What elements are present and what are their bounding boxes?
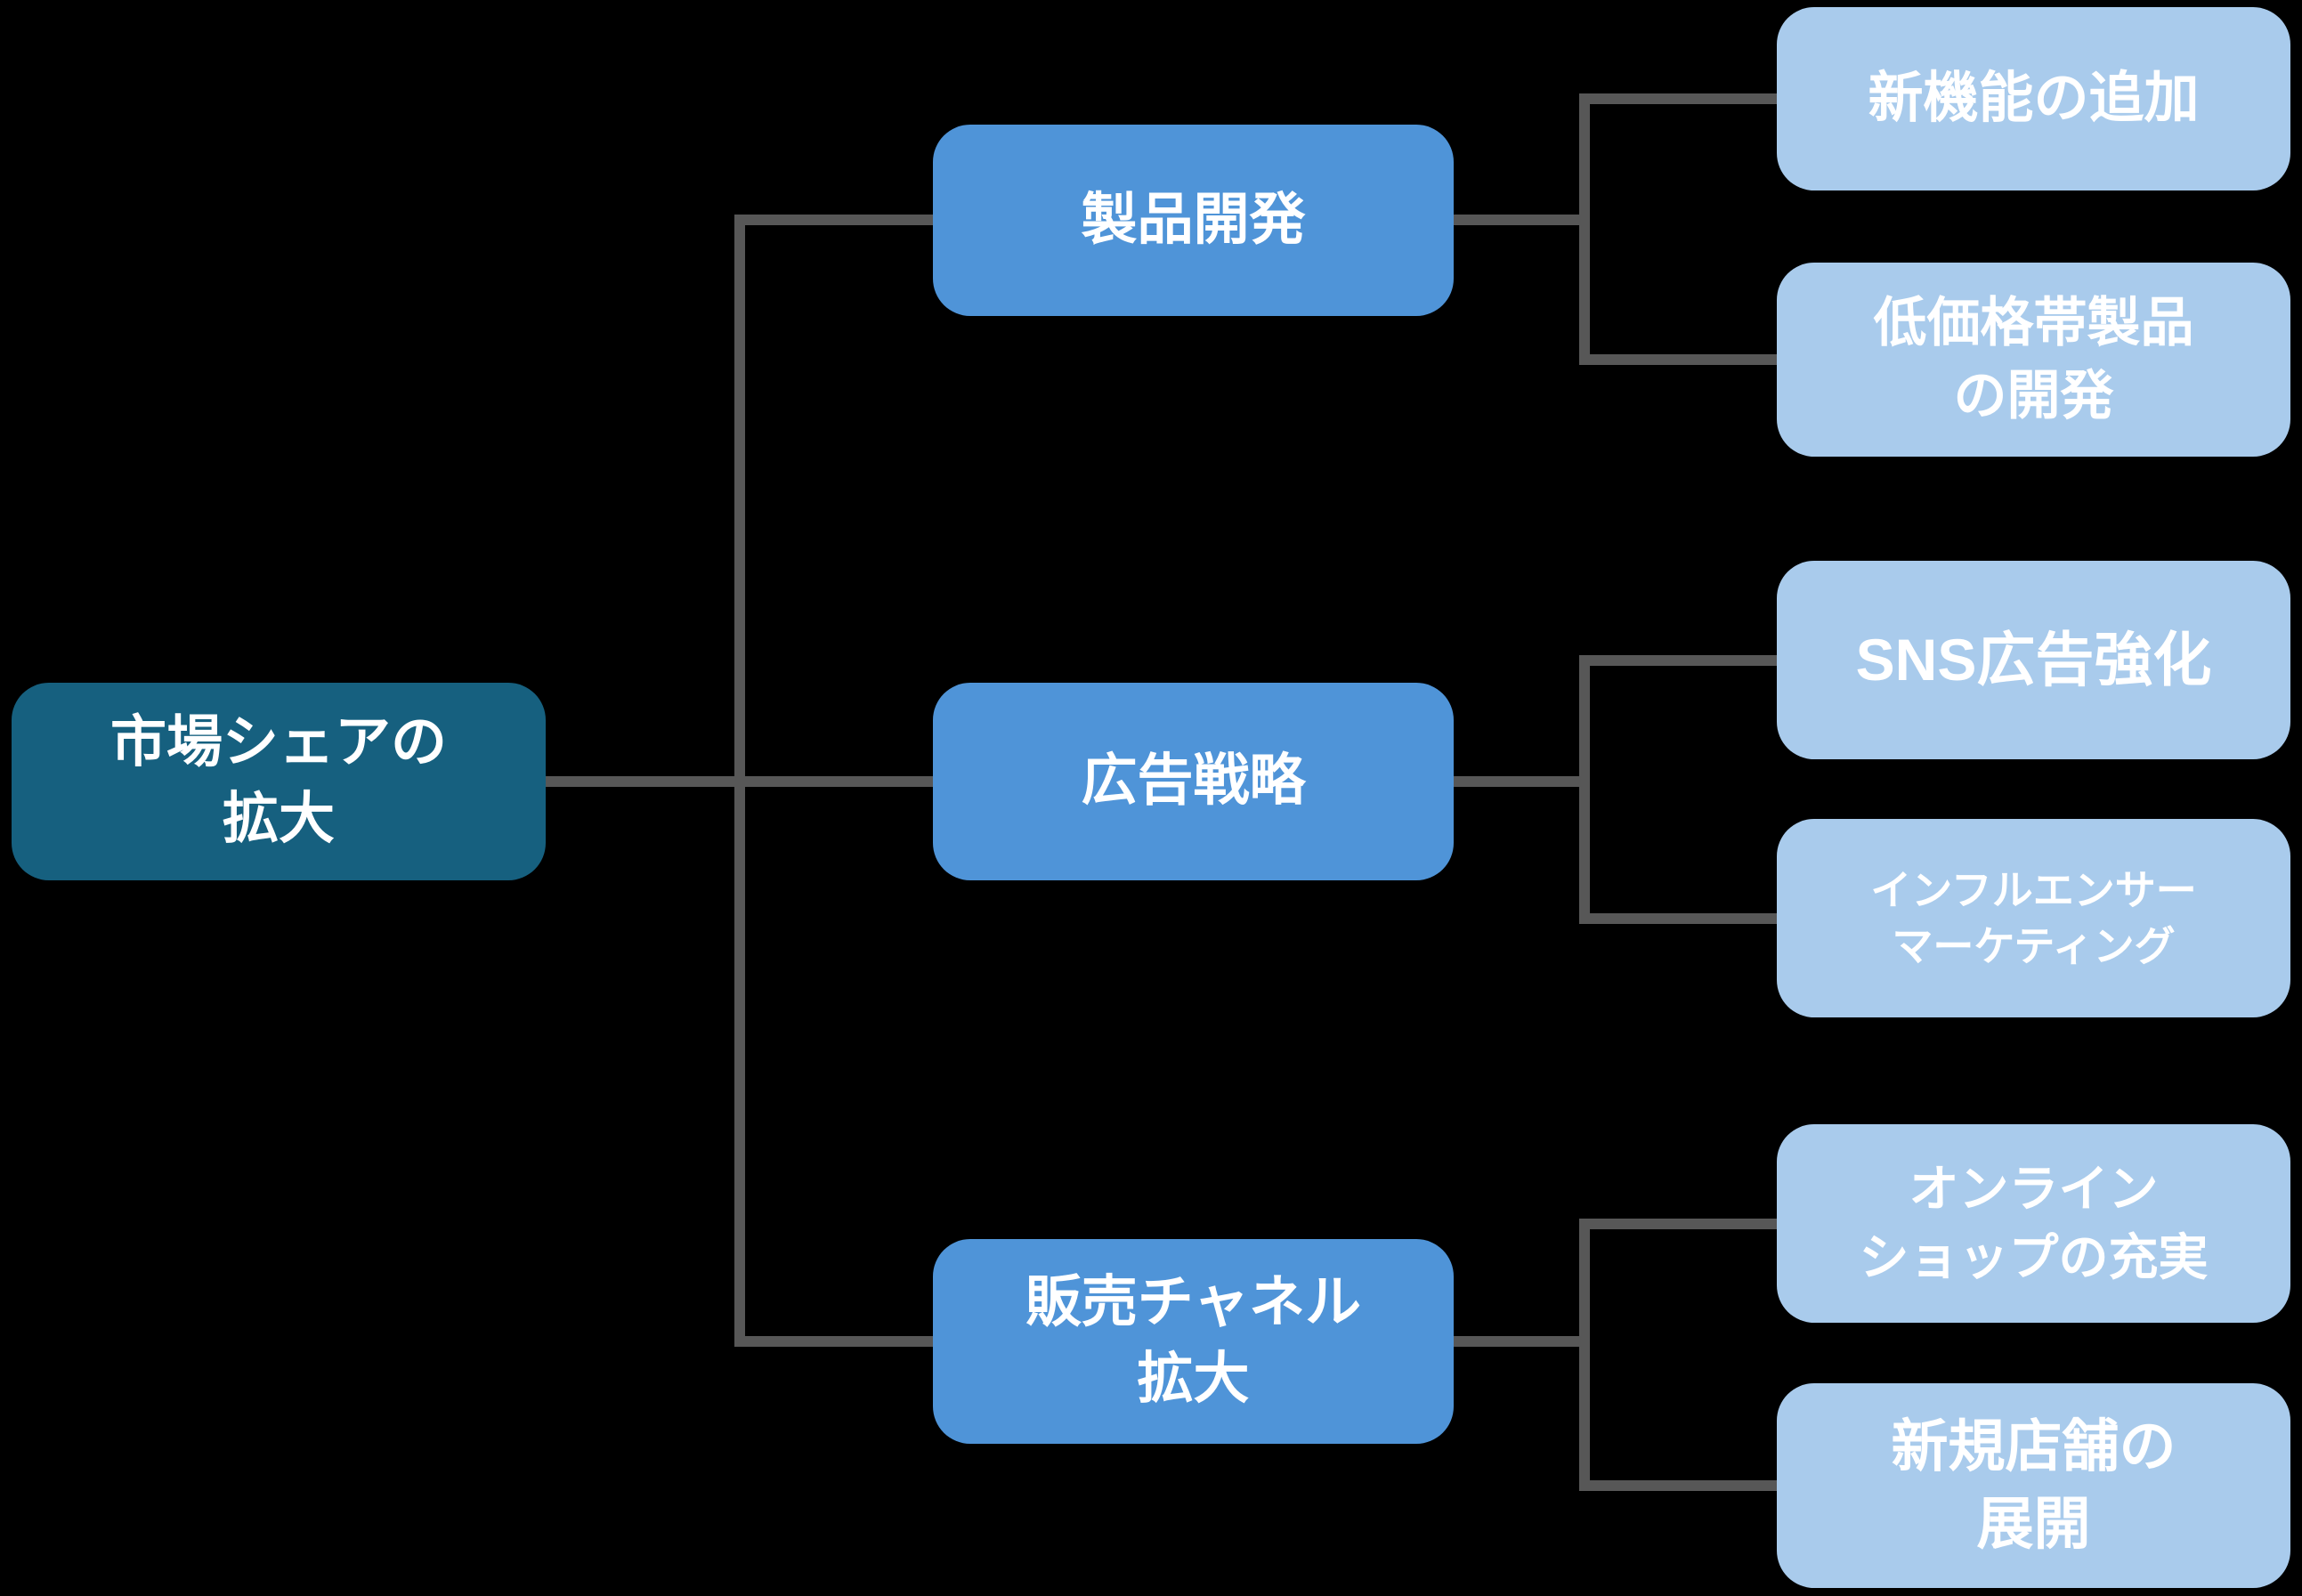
connector-trunk-to-branch-product <box>734 215 933 225</box>
root-node-market-share-expansion: 市場シェアの 拡大 <box>12 683 546 880</box>
leaf-node-label: SNS広告強化 <box>1855 626 2212 693</box>
connector-junction-product-vertical <box>1579 93 1590 365</box>
branch-node-label: 製品開発 <box>1081 188 1306 251</box>
connector-to-leaf-influencer <box>1579 913 1777 924</box>
connector-junction-sales-vertical <box>1579 1219 1590 1491</box>
branch-node-ad-strategy: 広告戦略 <box>933 683 1454 880</box>
connector-branch-product-to-junction <box>1454 215 1590 225</box>
connector-to-leaf-online-shop <box>1579 1219 1777 1229</box>
connector-junction-ad-vertical <box>1579 655 1590 924</box>
branch-node-product-development: 製品開発 <box>933 125 1454 316</box>
leaf-node-new-features: 新機能の追加 <box>1777 7 2290 190</box>
connector-branch-sales-to-junction <box>1454 1336 1590 1347</box>
leaf-node-label: オンライン ショップの充実 <box>1859 1161 2209 1285</box>
connector-to-leaf-sns <box>1579 655 1777 666</box>
connector-to-leaf-low-price <box>1579 354 1777 365</box>
leaf-node-label: 新規店舗の 展開 <box>1891 1414 2176 1556</box>
leaf-node-label: インフルエンサー マーケティング <box>1870 866 2197 969</box>
leaf-node-sns-ads: SNS広告強化 <box>1777 561 2290 759</box>
connector-to-leaf-new-stores <box>1579 1480 1777 1491</box>
leaf-node-low-price-products: 低価格帯製品 の開発 <box>1777 263 2290 457</box>
branch-node-label: 販売チャネル 拡大 <box>1025 1271 1362 1410</box>
connector-trunk-vertical <box>734 215 745 1347</box>
connector-branch-ad-to-junction <box>1454 776 1590 787</box>
leaf-node-online-shop: オンライン ショップの充実 <box>1777 1124 2290 1323</box>
connector-trunk-to-branch-sales <box>734 1336 933 1347</box>
connector-to-leaf-new-features <box>1579 93 1777 104</box>
branch-node-sales-channel-expansion: 販売チャネル 拡大 <box>933 1239 1454 1444</box>
leaf-node-new-stores: 新規店舗の 展開 <box>1777 1383 2290 1588</box>
leaf-node-label: 新機能の追加 <box>1868 67 2200 129</box>
leaf-node-influencer-marketing: インフルエンサー マーケティング <box>1777 819 2290 1017</box>
branch-node-label: 広告戦略 <box>1081 749 1306 813</box>
leaf-node-label: 低価格帯製品 の開発 <box>1873 293 2194 425</box>
root-node-label: 市場シェアの 拡大 <box>110 711 447 850</box>
